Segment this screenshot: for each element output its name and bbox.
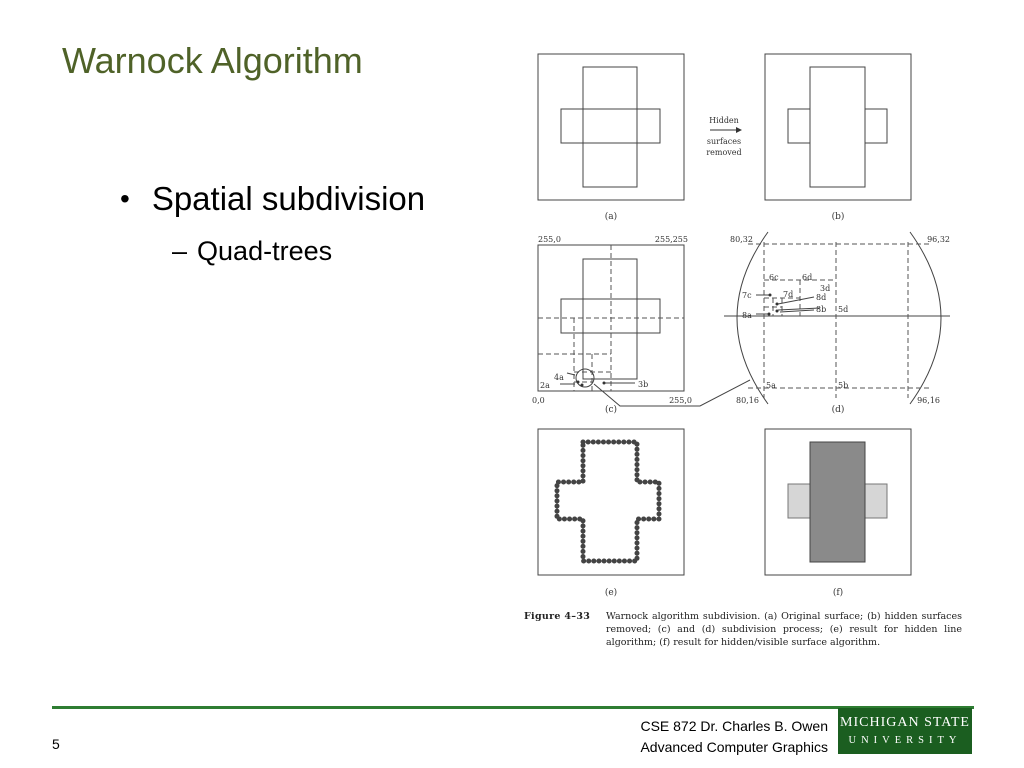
logo-line1: MICHIGAN STATE — [840, 715, 970, 730]
corner-d-tl: 80,32 — [730, 235, 753, 244]
panel-d — [724, 231, 950, 405]
arrow-label-line1: Hidden — [709, 116, 739, 125]
sub-bullet-item: – Quad-trees — [172, 236, 332, 267]
warnock-figure: (a) Hidden surfaces removed (b) — [520, 42, 960, 654]
footer-line2: Advanced Computer Graphics — [640, 739, 828, 755]
region-label-6c: 6c — [769, 273, 779, 282]
bullet-dot-icon: • — [120, 183, 130, 214]
caption-label: Figure 4–33 — [524, 611, 591, 622]
arrow-label-line2: surfaces — [707, 137, 741, 146]
panel-label-b: (b) — [832, 211, 845, 222]
panel-a — [537, 53, 685, 201]
bullet-item: • Spatial subdivision — [120, 180, 425, 218]
figure-drawing: (a) Hidden surfaces removed (b) — [532, 53, 950, 598]
caption-text: Warnock algorithm subdivision. (a) Origi… — [606, 611, 962, 648]
region-label-7c: 7c — [742, 291, 752, 300]
region-label-5d: 5d — [838, 305, 848, 314]
msu-logo: MICHIGAN STATE UNIVERSITY — [838, 708, 972, 754]
dash-icon: – — [172, 236, 188, 266]
slide-title: Warnock Algorithm — [62, 40, 363, 81]
panel-label-c: (c) — [605, 404, 617, 415]
corner-c-bl: 0,0 — [532, 396, 545, 405]
region-label-3b: 3b — [638, 380, 648, 389]
region-label-6d: 6d — [802, 273, 812, 282]
page-number: 5 — [52, 736, 60, 752]
footer-rule — [52, 706, 974, 709]
corner-d-tr: 96,32 — [927, 235, 950, 244]
panel-label-a: (a) — [605, 211, 617, 222]
panel-c — [537, 244, 685, 392]
footer-text: CSE 872 Dr. Charles B. Owen Advanced Com… — [640, 716, 828, 758]
region-label-3d: 3d — [820, 284, 830, 293]
panel-e — [537, 428, 685, 576]
hidden-surfaces-arrow: Hidden surfaces removed — [706, 116, 742, 157]
panel-label-f: (f) — [833, 587, 843, 598]
sub-bullet-text: Quad-trees — [197, 236, 333, 266]
zoom-connector — [593, 379, 751, 407]
region-label-8d: 8d — [816, 293, 826, 302]
region-label-8a: 8a — [742, 311, 752, 320]
corner-d-br: 96,16 — [917, 396, 940, 405]
footer-line1: CSE 872 Dr. Charles B. Owen — [640, 718, 828, 734]
corner-c-tl: 255,0 — [538, 235, 561, 244]
region-label-5a: 5a — [766, 381, 776, 390]
panel-label-e: (e) — [605, 587, 617, 598]
region-label-7d: 7d — [783, 290, 793, 299]
region-label-5b: 5b — [838, 381, 848, 390]
panel-f — [764, 428, 912, 576]
corner-d-bl: 80,16 — [736, 396, 759, 405]
corner-c-br: 255,0 — [669, 396, 692, 405]
panel-label-d: (d) — [832, 404, 845, 415]
region-label-2a: 2a — [540, 381, 550, 390]
logo-line2: UNIVERSITY — [848, 735, 962, 746]
panel-b — [764, 53, 912, 201]
corner-c-tr: 255,255 — [655, 235, 688, 244]
region-label-8b: 8b — [816, 305, 826, 314]
bullet-text: Spatial subdivision — [151, 180, 426, 217]
arrow-label-line3: removed — [706, 148, 741, 157]
region-label-4a: 4a — [554, 373, 564, 382]
